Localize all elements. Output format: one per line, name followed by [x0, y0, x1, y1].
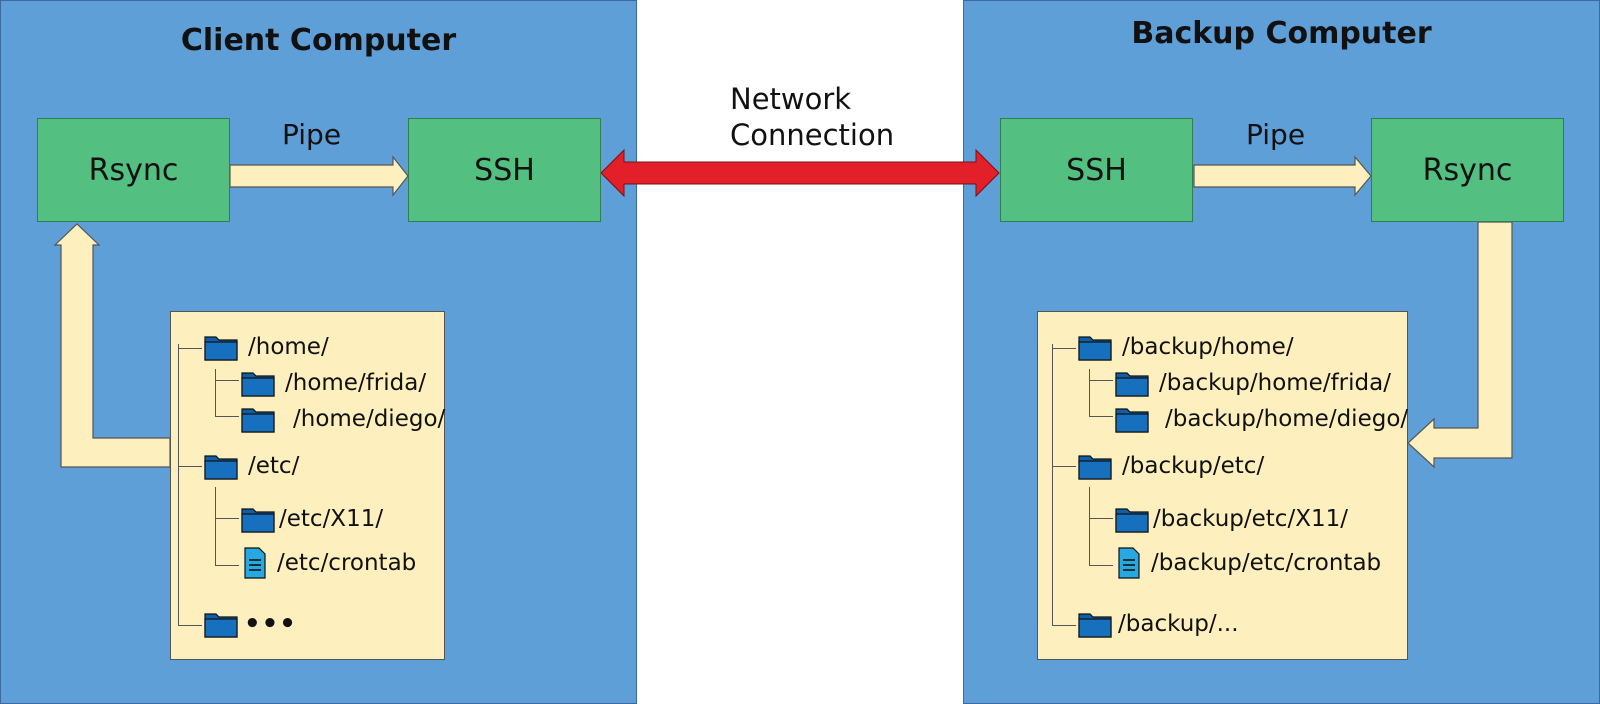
tree-item-folder: /home/frida/ — [241, 368, 426, 398]
folder-icon — [1115, 508, 1149, 533]
client-computer-title: Client Computer — [180, 23, 457, 58]
network-label-line1: Network — [730, 82, 852, 116]
tree-item-folder: /etc/X11/ — [241, 504, 383, 534]
folder-icon — [241, 408, 275, 433]
backup-computer-title: Backup Computer — [1131, 16, 1432, 51]
folder-icon — [1078, 613, 1112, 638]
client-rsync-box: Rsync — [37, 118, 230, 222]
client-tree-to-rsync-arrow — [53, 223, 171, 468]
tree-item-file: /backup/etc/crontab — [1115, 547, 1381, 579]
backup-rsync-box: Rsync — [1371, 118, 1564, 222]
tree-item-folder: /backup/... — [1078, 609, 1239, 639]
backup-file-tree: /backup/home/ /backup/home/frida/ /backu… — [1037, 311, 1408, 660]
tree-item-folder: /backup/etc/ — [1078, 451, 1264, 481]
folder-icon — [1078, 336, 1112, 361]
tree-item-folder: ••• — [204, 609, 297, 639]
folder-icon — [204, 455, 238, 480]
network-label-line2: Connection — [730, 118, 895, 152]
folder-icon — [1115, 372, 1149, 397]
network-connection-arrow — [600, 148, 1000, 198]
tree-item-folder: /backup/home/frida/ — [1115, 368, 1391, 398]
backup-ssh-box: SSH — [1000, 118, 1193, 222]
backup-pipe-arrow — [1193, 155, 1372, 197]
tree-item-folder: /home/diego/ — [241, 404, 445, 434]
tree-item-folder: /backup/home/ — [1078, 332, 1294, 362]
file-icon — [1118, 547, 1140, 579]
tree-item-folder: /backup/home/diego/ — [1115, 404, 1408, 434]
file-icon — [244, 547, 266, 579]
network-connection-label: Network Connection — [730, 81, 894, 153]
backup-rsync-to-tree-arrow — [1407, 221, 1513, 469]
folder-icon — [241, 508, 275, 533]
client-file-tree: /home/ /home/frida/ /home/diego/ /etc/ /… — [170, 311, 445, 660]
folder-icon — [204, 613, 238, 638]
client-pipe-label: Pipe — [282, 118, 342, 151]
client-pipe-arrow — [229, 155, 409, 197]
folder-icon — [1115, 408, 1149, 433]
tree-item-folder: /backup/etc/X11/ — [1115, 504, 1348, 534]
folder-icon — [204, 336, 238, 361]
client-ssh-box: SSH — [408, 118, 601, 222]
folder-icon — [241, 372, 275, 397]
tree-item-folder: /etc/ — [204, 451, 299, 481]
tree-item-file: /etc/crontab — [241, 547, 416, 579]
backup-pipe-label: Pipe — [1246, 118, 1306, 151]
tree-item-folder: /home/ — [204, 332, 329, 362]
folder-icon — [1078, 455, 1112, 480]
